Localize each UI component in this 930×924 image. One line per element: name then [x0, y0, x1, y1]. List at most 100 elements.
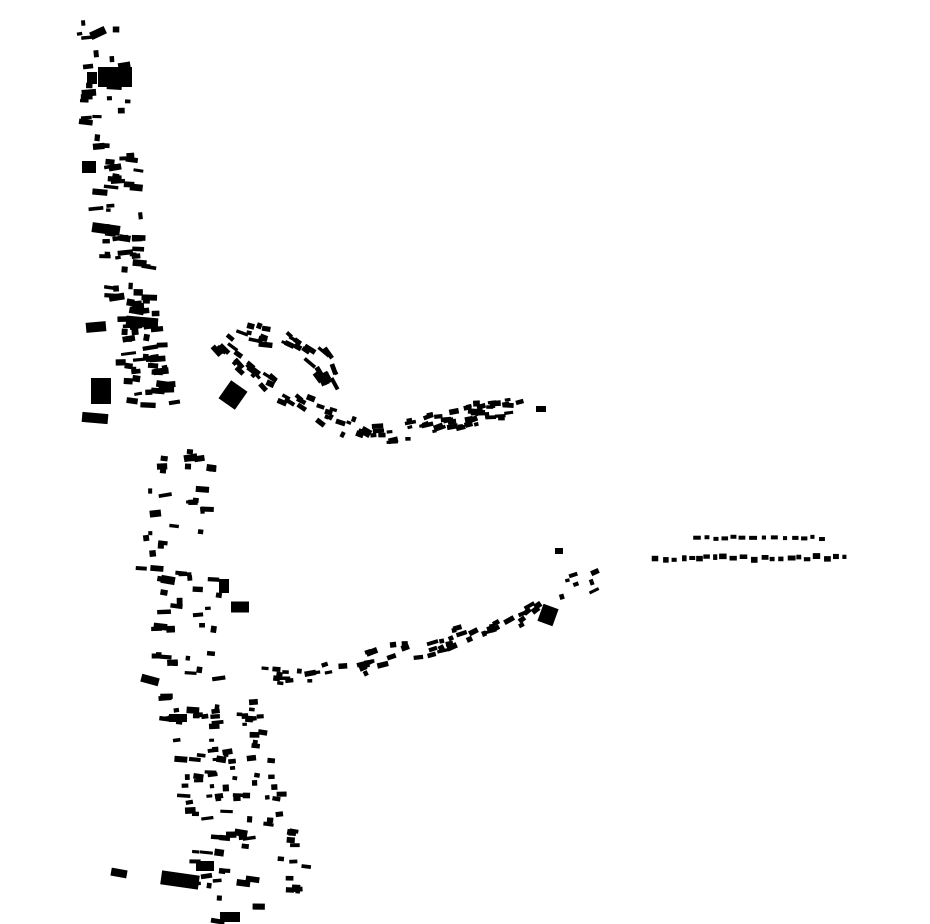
building [85, 82, 93, 89]
building [318, 375, 327, 387]
building [147, 362, 159, 369]
building [207, 747, 217, 754]
building [232, 793, 245, 798]
building [504, 410, 514, 416]
building [515, 398, 525, 406]
building [558, 593, 565, 600]
building [120, 351, 137, 357]
building [242, 722, 247, 726]
building [246, 754, 257, 762]
building [749, 535, 758, 540]
building [241, 843, 250, 850]
building [151, 387, 165, 395]
buildings-layer [76, 20, 847, 924]
building [289, 859, 298, 864]
building [842, 554, 847, 559]
building [378, 432, 386, 438]
building [91, 378, 111, 404]
building [555, 548, 563, 554]
building [216, 895, 222, 901]
building [76, 31, 83, 36]
building [199, 622, 205, 628]
building [682, 555, 687, 562]
building [253, 772, 261, 778]
building [148, 488, 153, 494]
building [214, 704, 220, 712]
building [229, 765, 236, 771]
building [258, 382, 269, 393]
building [730, 534, 737, 539]
building [250, 372, 257, 379]
building [82, 63, 94, 70]
building [151, 369, 163, 376]
building [778, 556, 784, 562]
building [231, 601, 249, 613]
building [158, 492, 172, 498]
building [181, 783, 189, 788]
building [452, 624, 463, 632]
building [281, 340, 289, 346]
building [371, 423, 384, 429]
building [769, 556, 775, 562]
building [131, 253, 141, 260]
building [196, 861, 214, 871]
building [750, 556, 758, 563]
building [228, 758, 237, 765]
building [212, 878, 222, 883]
building [819, 537, 825, 542]
building [588, 587, 600, 595]
building [289, 828, 299, 834]
building [346, 420, 352, 425]
building [102, 238, 110, 244]
building [104, 251, 111, 257]
building [121, 266, 128, 273]
building [719, 553, 727, 560]
building [293, 342, 303, 352]
building [85, 321, 107, 333]
building [132, 259, 147, 268]
building [503, 615, 516, 626]
building [192, 586, 203, 593]
building [530, 605, 541, 615]
building [801, 536, 808, 541]
building [282, 670, 289, 674]
building [572, 581, 580, 588]
building [257, 729, 268, 736]
building [159, 468, 167, 474]
building [217, 347, 227, 355]
building [252, 903, 265, 910]
building [186, 706, 200, 715]
building [193, 779, 204, 783]
building [169, 714, 187, 722]
building [220, 809, 233, 814]
building [803, 557, 811, 562]
building [149, 550, 157, 558]
building [115, 359, 126, 366]
building [322, 346, 334, 360]
building [220, 912, 240, 922]
building [386, 653, 397, 661]
building [135, 566, 147, 571]
building [689, 555, 696, 561]
building [327, 413, 334, 421]
building [201, 713, 209, 720]
building [225, 333, 235, 342]
building [157, 609, 172, 615]
building [113, 285, 120, 292]
building [651, 555, 659, 562]
building [188, 756, 201, 763]
building [536, 406, 546, 412]
building [170, 603, 183, 610]
building [304, 669, 317, 677]
building [256, 714, 264, 719]
building [329, 377, 340, 391]
building [196, 752, 206, 758]
building [376, 660, 389, 669]
building [201, 815, 214, 821]
building [276, 791, 287, 797]
building [115, 255, 121, 260]
building [406, 417, 413, 425]
building [159, 654, 172, 660]
building [824, 556, 831, 562]
building [142, 307, 150, 314]
